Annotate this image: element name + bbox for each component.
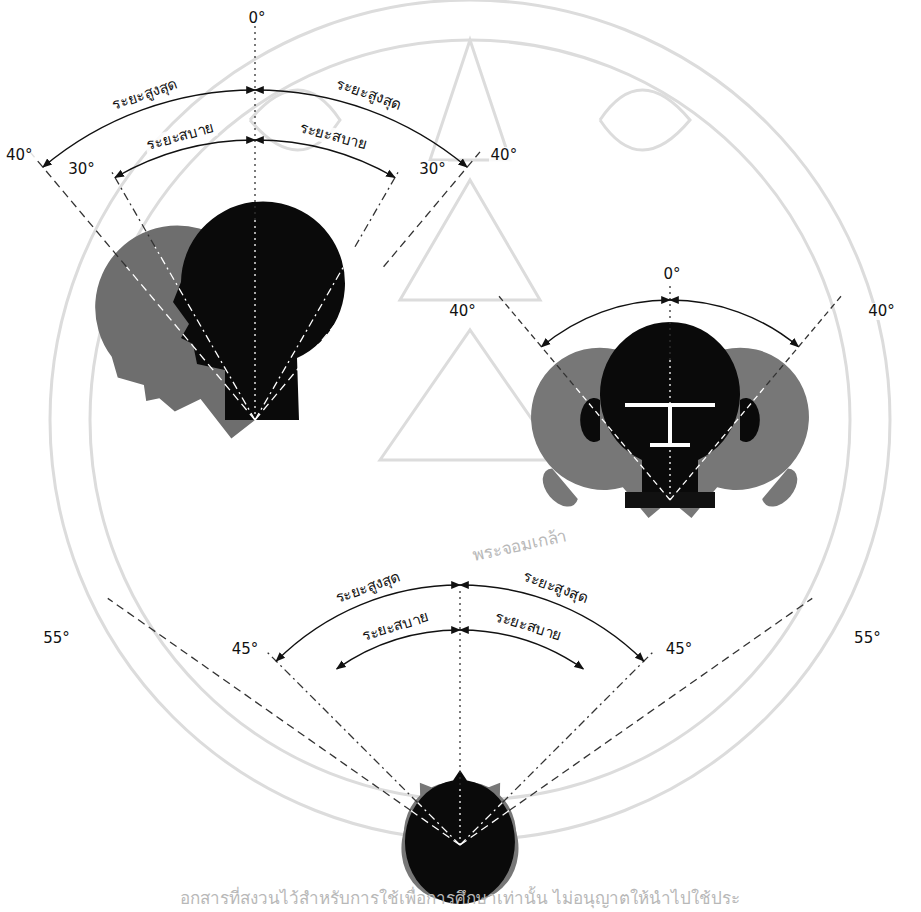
reference-line xyxy=(384,152,480,267)
range-arc xyxy=(255,90,467,167)
watermark-seal xyxy=(50,0,890,840)
range-arc xyxy=(337,630,460,669)
reference-line xyxy=(460,811,509,845)
reference-line xyxy=(254,220,255,420)
angle-label: 0° xyxy=(246,10,267,27)
range-label: ระยะสบาย xyxy=(144,119,219,154)
head-silhouette xyxy=(580,322,760,500)
angle-label: 55° xyxy=(852,630,883,647)
reference-line xyxy=(255,267,384,420)
reference-line xyxy=(669,360,670,500)
reference-line xyxy=(498,295,574,385)
range-arc xyxy=(460,630,583,669)
angle-label: 30° xyxy=(417,161,448,178)
range-label: ระยะสูงสุด xyxy=(108,74,181,113)
range-label: ระยะสบาย xyxy=(358,607,433,644)
reference-line xyxy=(355,169,400,247)
angle-label: 40° xyxy=(447,303,478,320)
range-arc xyxy=(541,300,670,347)
range-arc xyxy=(670,300,799,347)
reference-line xyxy=(30,152,126,267)
range-label: ระยะสบาย xyxy=(492,607,567,644)
reference-line xyxy=(459,590,460,785)
reference-line xyxy=(255,247,355,420)
reference-line xyxy=(254,25,255,220)
reference-line xyxy=(411,811,460,845)
angle-label: 45° xyxy=(664,641,695,658)
reference-line xyxy=(459,785,460,845)
angle-label: 40° xyxy=(4,147,35,164)
reference-line xyxy=(266,651,418,803)
angle-label: 30° xyxy=(66,161,97,178)
watermark-text: อกสารที่สงวนไว้สำหรับการใช้เพื่อการศึกษา… xyxy=(180,889,740,908)
angle-label: 40° xyxy=(866,303,897,320)
reference-line xyxy=(126,267,255,420)
reference-line xyxy=(460,803,502,845)
range-label: ระยะสูงสุด xyxy=(333,74,406,113)
reference-line xyxy=(766,295,842,385)
reference-line xyxy=(670,385,766,500)
reference-line xyxy=(110,169,155,247)
angle-label: 45° xyxy=(230,641,261,658)
reference-line xyxy=(155,247,255,420)
range-label: ระยะสูงสุด xyxy=(519,567,592,607)
range-arc xyxy=(115,140,255,178)
reference-line xyxy=(574,385,670,500)
angle-label: 0° xyxy=(661,266,682,283)
reference-line xyxy=(502,651,654,803)
head-silhouette xyxy=(173,201,345,420)
head-silhouette xyxy=(405,770,515,904)
watermark-text: พระจอมเกล้า xyxy=(471,526,569,564)
range-arc xyxy=(255,140,395,178)
reference-line xyxy=(669,285,670,360)
angle-label: 55° xyxy=(41,630,72,647)
angle-label: 40° xyxy=(489,147,520,164)
reference-line xyxy=(418,803,460,845)
